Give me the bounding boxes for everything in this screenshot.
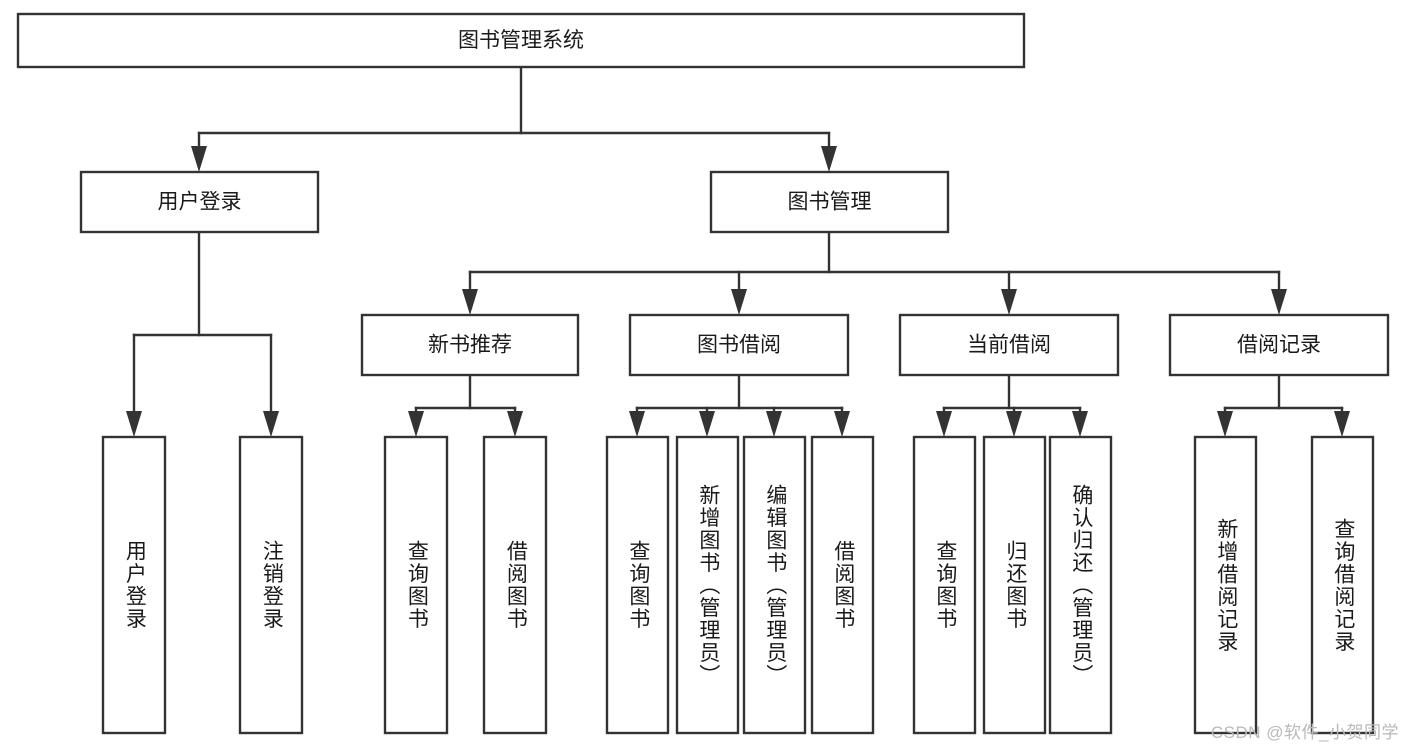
arrow-head-2: [1001, 289, 1017, 315]
node-box-current-borrow[interactable]: [898, 313, 1120, 377]
arrow-head-1: [507, 411, 523, 437]
arrow-head-1: [731, 289, 747, 315]
arrow-head-1: [1006, 411, 1022, 437]
connector-group-root_to_level2: [191, 65, 837, 172]
arrow-head-0: [1217, 411, 1233, 437]
node-box-leaf-return-book[interactable]: [982, 435, 1047, 735]
arrow-head-0: [629, 411, 645, 437]
node-label-book-management: 图书管理: [788, 191, 872, 214]
node-box-leaf-edit-book[interactable]: [742, 435, 807, 735]
arrow-head-3: [834, 411, 850, 437]
node-boxes: [16, 12, 1390, 735]
arrow-head-0: [462, 289, 478, 315]
arrow-head-0: [191, 146, 207, 172]
arrow-head-1: [821, 146, 837, 172]
node-label-current-borrow: 当前借阅: [967, 334, 1051, 357]
node-box-leaf-logout[interactable]: [238, 435, 304, 735]
arrow-head-1: [699, 411, 715, 437]
arrow-head-0: [126, 411, 142, 437]
node-box-leaf-user-login[interactable]: [101, 435, 167, 735]
node-box-leaf-add-book[interactable]: [675, 435, 740, 735]
node-box-root[interactable]: [16, 12, 1026, 69]
node-box-leaf-query-book-current[interactable]: [912, 435, 977, 735]
node-box-leaf-query-record[interactable]: [1310, 435, 1375, 735]
node-label-book-borrow: 图书借阅: [697, 334, 781, 357]
node-box-leaf-confirm-return[interactable]: [1048, 435, 1113, 735]
node-label-new-book-recommend: 新书推荐: [428, 334, 512, 357]
connector-group-book_mgmt_to_level3: [462, 230, 1287, 315]
node-box-leaf-borrow-book[interactable]: [810, 435, 875, 735]
arrow-head-0: [408, 411, 424, 437]
node-box-leaf-query-book-borrow[interactable]: [605, 435, 670, 735]
connector-group-new_book_to_leaves: [408, 373, 523, 437]
node-box-user-login[interactable]: [79, 170, 320, 234]
arrow-head-0: [936, 411, 952, 437]
connector-group-current_borrow_to_leaves: [936, 373, 1088, 437]
arrow-head-1: [1334, 411, 1350, 437]
arrow-head-3: [1271, 289, 1287, 315]
node-box-book-borrow[interactable]: [628, 313, 850, 377]
node-box-book-management[interactable]: [709, 170, 950, 234]
node-label-borrow-records: 借阅记录: [1237, 334, 1321, 357]
node-box-borrow-records[interactable]: [1168, 313, 1390, 377]
node-label-root: 图书管理系统: [458, 29, 584, 52]
node-box-leaf-add-record[interactable]: [1193, 435, 1258, 735]
connector-group-user_login_to_leaves: [126, 230, 279, 437]
arrow-head-2: [766, 411, 782, 437]
arrow-head-1: [263, 411, 279, 437]
node-box-leaf-query-book-rec[interactable]: [383, 435, 449, 735]
node-box-new-book-recommend[interactable]: [360, 313, 580, 377]
node-label-user-login: 用户登录: [158, 191, 242, 214]
connector-group-borrow_records_to_leaves: [1217, 373, 1350, 437]
connector-group-book_borrow_to_leaves: [629, 373, 850, 437]
watermark-text: CSDN @软件_小贺同学: [1210, 723, 1399, 742]
node-box-leaf-borrow-book-rec[interactable]: [482, 435, 548, 735]
connector-lines: [126, 65, 1350, 437]
arrow-head-2: [1072, 411, 1088, 437]
